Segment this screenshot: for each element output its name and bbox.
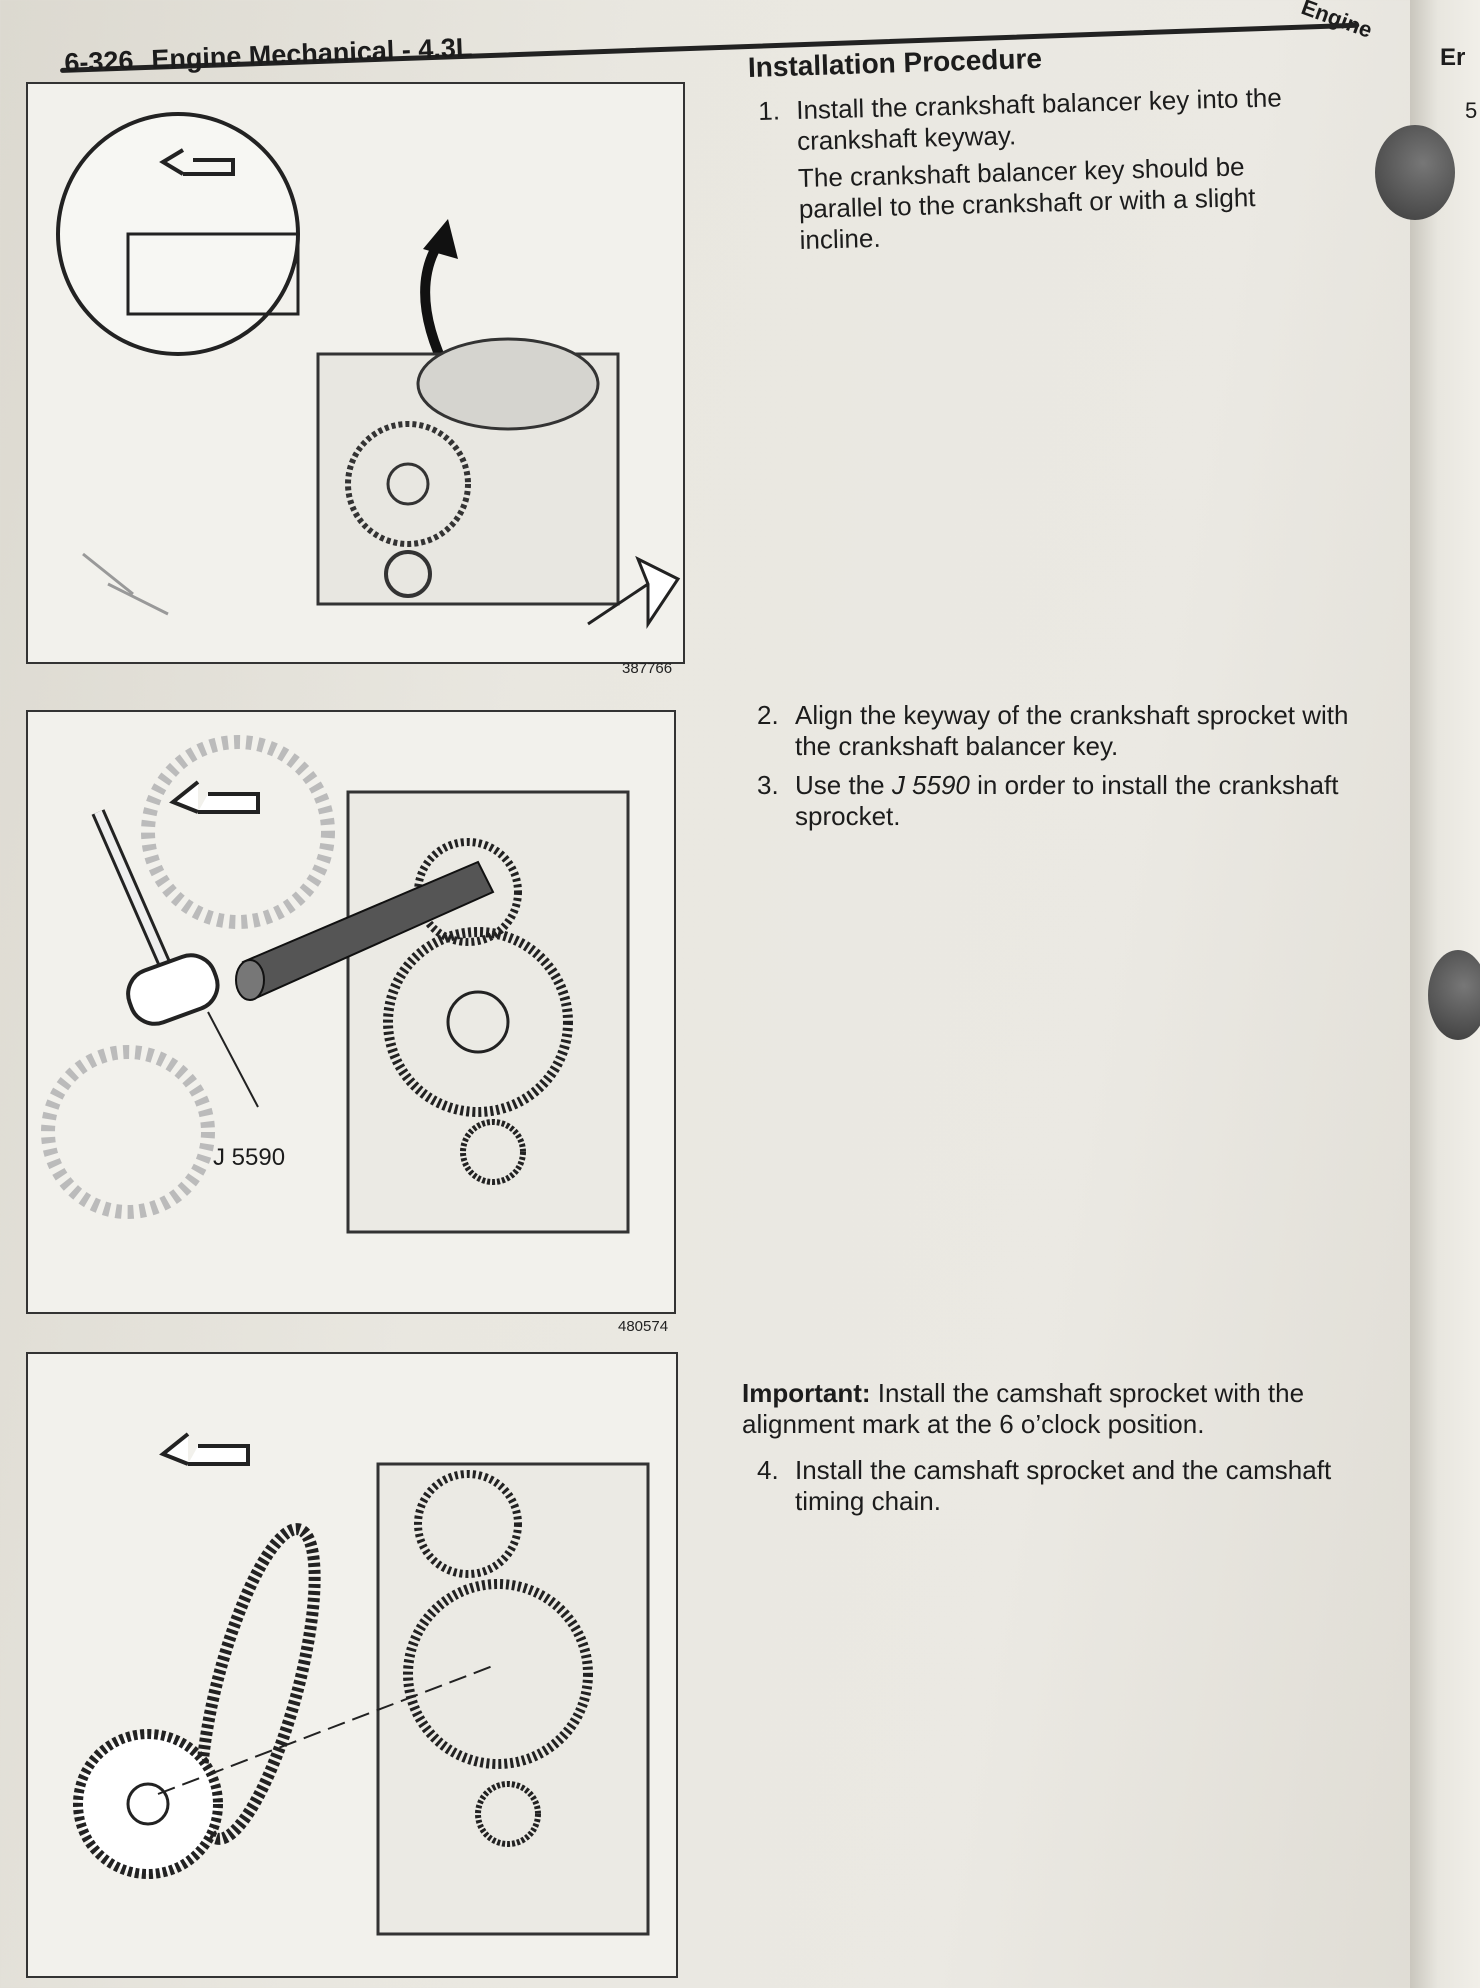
step-number: 3. [757,770,779,800]
right-page-tab: Er [1440,44,1466,71]
tool-reference: J 5590 [891,770,970,800]
step-1: 1. Install the crankshaft balancer key in… [758,81,1322,257]
step-2: 2. Align the keyway of the crankshaft spr… [757,700,1382,762]
figure-camshaft-sprocket-install [26,1352,678,1978]
section-title: Installation Procedure [747,42,1043,83]
figure-crankshaft-sprocket-install: J 5590 [26,710,676,1314]
step-text: in order to install the crankshaft sproc… [795,770,1339,831]
important-note: Important: Install the camshaft sprocket… [742,1378,1382,1440]
step-text: Install the crankshaft balancer key into… [795,82,1283,157]
step-number: 4. [757,1455,779,1485]
binder-hole [1375,125,1455,220]
binder-hole [1428,950,1480,1040]
step-text: Install the camshaft sprocket and the ca… [795,1455,1332,1516]
camshaft-sprocket-illustration [73,1432,650,1936]
right-page-number: 5 [1465,98,1478,123]
step-text: Align the keyway of the crankshaft sproc… [795,700,1349,761]
page-number: 6-326 [63,45,134,79]
figure-crankshaft-key [26,82,685,664]
step-text: Use the [795,770,892,800]
crankshaft-key-illustration [56,112,681,629]
important-text: Install the camshaft sprocket with the a… [742,1378,1305,1439]
step-note: The crankshaft balancer key should be pa… [797,151,1256,255]
figure-number: 480574 [618,1318,669,1335]
j5590-installation-illustration [41,735,630,1234]
page-header: 6-326 Engine Mechanical - 4.3L [64,32,473,79]
step-number: 2. [757,700,779,730]
step-number: 1. [757,95,781,127]
step-3: 3. Use the J 5590 in order to install the… [757,770,1382,832]
tool-callout-j5590: J 5590 [213,1144,286,1171]
chapter-title: Engine Mechanical - 4.3L [150,32,473,75]
important-label: Important: [742,1378,871,1408]
figure-number: 387766 [622,660,673,677]
running-tab: Engine [1298,0,1376,43]
step-4: 4. Install the camshaft sprocket and the … [757,1455,1397,1517]
